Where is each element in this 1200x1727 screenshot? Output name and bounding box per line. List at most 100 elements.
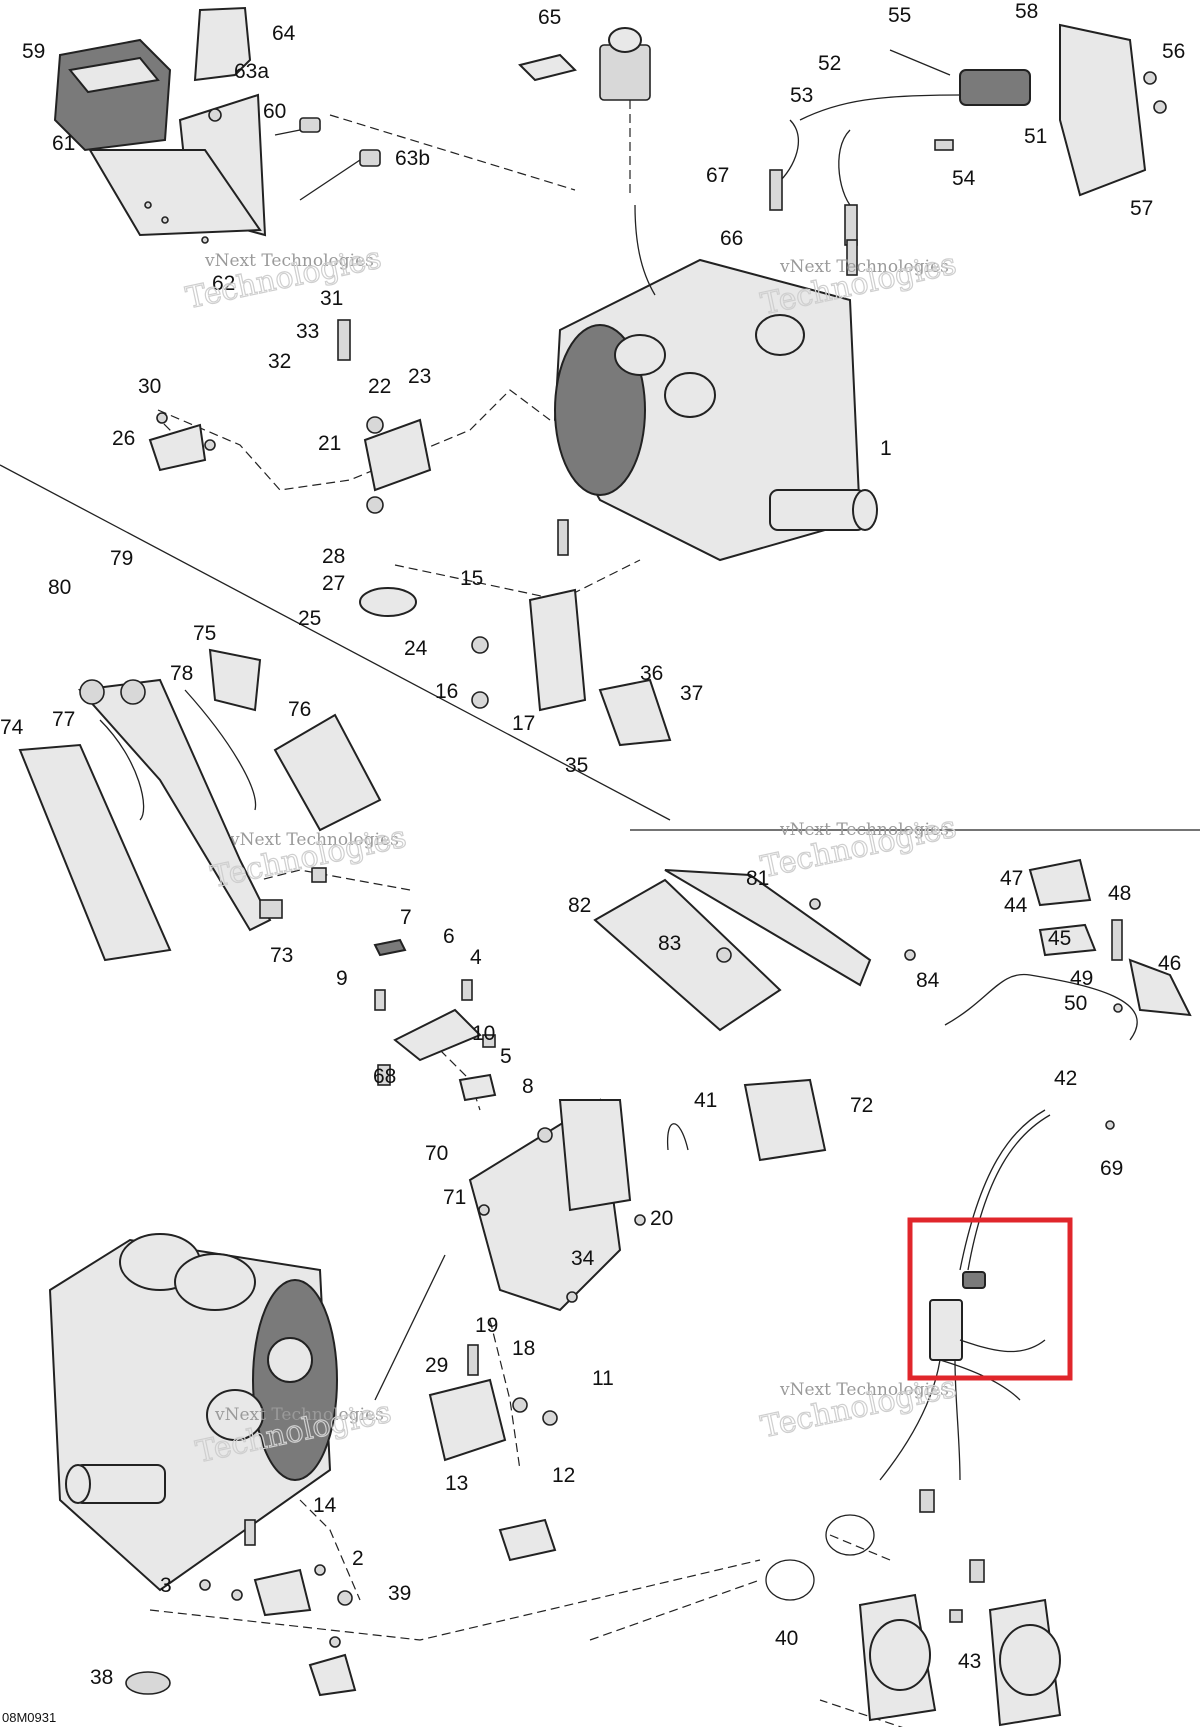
callout-label: 73 [270,944,293,967]
callout-label: 38 [90,1666,113,1689]
engine-assembly-bottom [48,1233,446,1695]
callout-label: 20 [650,1207,673,1230]
callout-label: 78 [170,662,193,685]
callout-label: 9 [336,967,348,990]
callout-label: 16 [435,680,458,703]
callout-label: 26 [112,427,135,450]
figure-code: 08M0931 [2,1710,56,1725]
callout-label: 66 [720,227,743,250]
callout-label: 62 [212,272,235,295]
watermark-line1: vNext Technologies [779,1380,949,1400]
callout-label: 67 [706,164,729,187]
callout-label: 57 [1130,197,1153,220]
callout-label: 4 [470,946,482,969]
callout-label: 61 [52,132,75,155]
callout-label: 40 [775,1627,798,1650]
callout-label: 42 [1054,1067,1077,1090]
callout-label: 22 [368,375,391,398]
callout-label: 71 [443,1186,466,1209]
callout-label: 82 [568,894,591,917]
callout-label: 31 [320,287,343,310]
watermark-line1: vNext Technologies [779,820,949,840]
callout-label: 48 [1108,882,1131,905]
assembly-leaders [149,100,891,1641]
callout-label: 80 [48,576,71,599]
callout-label: 65 [538,6,561,29]
callout-label: 8 [522,1075,534,1098]
section-dividers [0,464,1200,1727]
callout-label: 1 [880,437,892,460]
callout-label: 18 [512,1337,535,1360]
callout-label: 68 [373,1065,396,1088]
callout-label: 29 [425,1354,448,1377]
callout-label: 25 [298,607,321,630]
callout-label: 6 [443,925,455,948]
callout-label: 47 [1000,867,1023,890]
carburetor-group [765,1489,1062,1727]
callout-label: 3 [160,1574,172,1597]
callout-label: 51 [1024,125,1047,148]
cable-harness-group [944,858,1192,1271]
callout-label: 64 [272,22,296,45]
callout-label: 30 [138,375,161,398]
callout-label: 81 [746,867,769,890]
engine-mount-group-lower [199,1344,558,1697]
callout-label: 2 [352,1547,364,1570]
callout-label: 60 [263,100,286,123]
highlighted-module [879,1271,1046,1481]
callout-label: 79 [110,547,133,570]
callout-label: 41 [694,1089,717,1112]
callout-label: 14 [313,1494,337,1517]
callout-label: 49 [1070,967,1093,990]
callout-label: 56 [1162,40,1185,63]
engine-mount-group-upper [148,319,672,747]
callout-label: 37 [680,682,703,705]
sensor-bracket-group [373,938,497,1102]
callout-label: 28 [322,545,345,568]
callout-label: 39 [388,1582,411,1605]
callout-label: 5 [500,1045,512,1068]
callout-label: 59 [22,40,45,63]
callout-label: 24 [404,637,428,660]
callout-label: 10 [472,1022,495,1045]
watermark-line1: vNext Technologies [214,1405,384,1425]
callout-label: 84 [916,969,940,992]
watermark-line1: vNext Technologies [779,257,949,277]
highlight-box [907,1217,1073,1381]
callout-label: 54 [952,167,976,190]
callout-label: 74 [0,716,24,739]
callout-label: 15 [460,567,483,590]
callout-label: 44 [1004,894,1028,917]
callout-label: 43 [958,1650,981,1673]
callout-label: 34 [571,1247,595,1270]
callout-label: 72 [850,1094,873,1117]
callout-label: 70 [425,1142,448,1165]
callout-label: 69 [1100,1157,1123,1180]
callout-label: 17 [512,712,535,735]
belt-guard-group [18,648,382,962]
callout-label: 19 [475,1314,498,1337]
callout-label: 32 [268,350,291,373]
callout-label: 76 [288,698,311,721]
callout-label: 36 [640,662,663,685]
callout-label: 83 [658,932,681,955]
callout-label: 55 [888,4,911,27]
watermark-line1: vNext Technologies [229,830,399,850]
callout-label: 23 [408,365,431,388]
callout-label: 52 [818,52,841,75]
callout-label: 50 [1064,992,1087,1015]
ignition-coil-group [769,23,1167,276]
callout-label: 12 [552,1464,575,1487]
watermark-line1: vNext Technologies [204,251,374,271]
callout-label: 46 [1158,952,1181,975]
callout-label: 75 [193,622,216,645]
callout-label: 13 [445,1472,468,1495]
callout-label: 45 [1048,927,1071,950]
callout-label: 11 [592,1367,614,1390]
callout-label: 7 [400,906,412,929]
callout-label: 21 [318,432,341,455]
air-silencer-group [468,869,916,1312]
